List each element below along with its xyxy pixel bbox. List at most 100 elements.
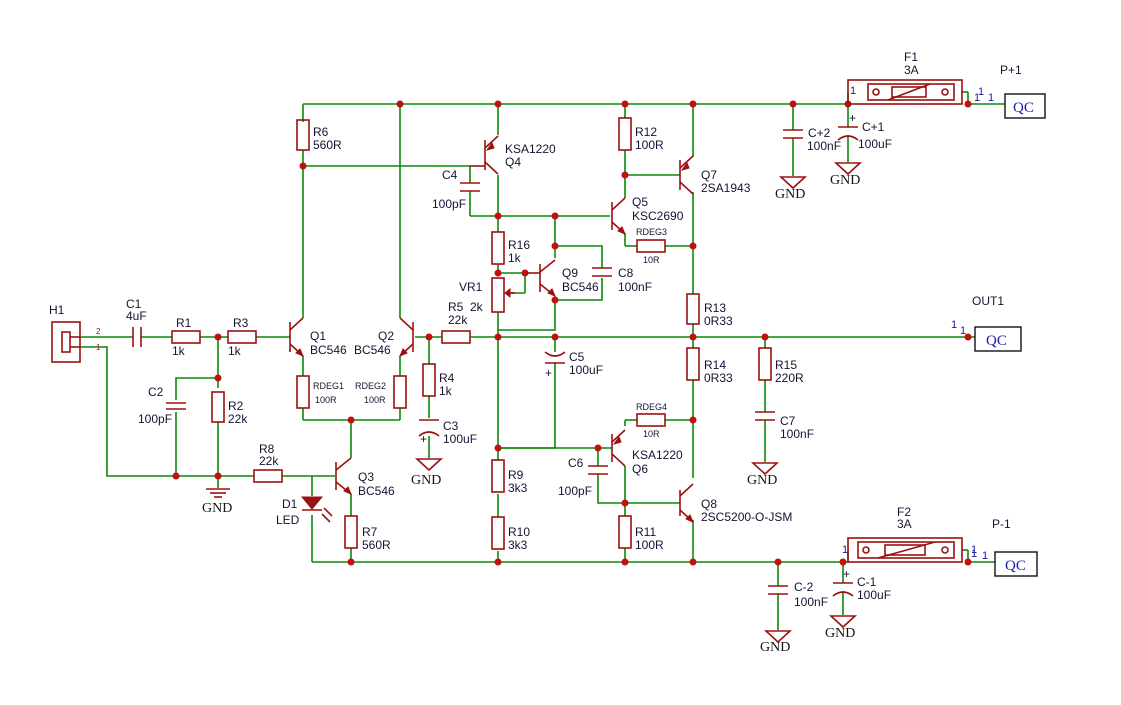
- r5-ref: R5: [448, 300, 464, 314]
- capacitor-c3: + C3 100uF: [418, 419, 477, 446]
- junction: [621, 100, 629, 108]
- q4-value: KSA1220: [505, 142, 556, 156]
- resistor-r3: R3 1k: [227, 316, 257, 358]
- resistor-r13: R13 0R33: [686, 293, 733, 328]
- f2-ref: F2: [897, 505, 911, 519]
- gnd-label: GND: [747, 473, 777, 488]
- r9-value: 3k3: [508, 481, 528, 495]
- q5-value: KSC2690: [632, 209, 684, 223]
- capacitor-cm1: + C-1 100uF: [832, 567, 891, 602]
- out1-label: QC: [986, 333, 1007, 349]
- resistor-rdeg4: RDEG4 10R: [636, 402, 667, 439]
- h1-pin2: 2: [96, 327, 101, 336]
- junction: [214, 472, 222, 480]
- c4-ref: C4: [442, 168, 458, 182]
- capacitor-c8: C8 100nF: [592, 266, 652, 294]
- cm1-value: 100uF: [857, 588, 891, 602]
- c8-value: 100nF: [618, 280, 652, 294]
- junction: [214, 333, 222, 341]
- rdeg3-ref: RDEG3: [636, 227, 667, 237]
- r1-value: 1k: [172, 344, 186, 358]
- junction: [347, 416, 355, 424]
- pm1-label: QC: [1005, 558, 1026, 574]
- cp2-value: 100nF: [807, 139, 841, 153]
- junction: [425, 333, 433, 341]
- junction: [494, 212, 502, 220]
- connector-p-plus-1: QC P+1 1 1: [978, 63, 1046, 119]
- junction: [689, 558, 697, 566]
- resistor-rdeg3: RDEG3 10R: [636, 227, 667, 265]
- c5-plus: +: [545, 366, 552, 380]
- resistor-rdeg1: RDEG1 100R: [296, 375, 344, 409]
- capacitor-c6: C6 100pF: [558, 456, 608, 498]
- cm2-value: 100nF: [794, 595, 828, 609]
- junction: [551, 242, 559, 250]
- r5-value: 22k: [448, 313, 468, 327]
- out1-pinb: 1: [960, 325, 966, 337]
- junction: [689, 333, 697, 341]
- f2-value: 3A: [897, 517, 912, 531]
- resistor-r10: R10 3k3: [491, 516, 530, 552]
- junction: [964, 558, 972, 566]
- junction: [789, 100, 797, 108]
- c6-value: 100pF: [558, 484, 592, 498]
- transistor-q6: KSA1220 Q6: [611, 429, 683, 476]
- out1-ref: OUT1: [972, 294, 1004, 308]
- vr1-value: 2k: [470, 300, 484, 314]
- ground-symbol: GND: [202, 488, 232, 516]
- connector-out1: QC OUT1 1 1: [951, 294, 1022, 352]
- r8-value: 22k: [259, 454, 279, 468]
- f2-pin-right: 1: [971, 544, 977, 556]
- ground-symbol: GND: [830, 162, 863, 188]
- h1-pin1: 1: [96, 343, 101, 352]
- r4-ref: R4: [439, 371, 455, 385]
- capacitor-cm2: C-2 100nF: [768, 580, 828, 609]
- ground-symbol: GND: [411, 458, 444, 488]
- f1-pin-left: 1: [850, 85, 856, 97]
- r14-ref: R14: [704, 358, 726, 372]
- capacitor-cp1: + C+1 100uF: [837, 111, 892, 151]
- r11-ref: R11: [635, 525, 656, 539]
- fuse-f1: F1 3A 1 1: [847, 50, 980, 105]
- c3-plus: +: [420, 432, 427, 446]
- r11-value: 100R: [635, 538, 664, 552]
- c2-ref: C2: [148, 385, 164, 399]
- f2-pin-left: 1: [842, 544, 848, 556]
- d1-value: LED: [276, 513, 300, 527]
- transistor-q9: Q9 BC546: [525, 259, 599, 297]
- gnd-label: GND: [775, 187, 805, 202]
- out1-pin: 1: [951, 319, 957, 331]
- r16-ref: R16: [508, 238, 530, 252]
- d1-ref: D1: [282, 497, 298, 511]
- led-d1: D1 LED: [276, 496, 333, 527]
- q1-value: BC546: [310, 343, 347, 357]
- junction: [299, 162, 307, 170]
- c7-ref: C7: [780, 414, 796, 428]
- resistor-r9: R9 3k3: [491, 459, 528, 495]
- q6-ref: Q6: [632, 462, 648, 476]
- junction: [689, 242, 697, 250]
- fuse-f2: F2 3A 1 1: [842, 505, 977, 563]
- junction: [494, 444, 502, 452]
- resistor-r2: R2 22k: [211, 391, 248, 426]
- r12-value: 100R: [635, 138, 664, 152]
- resistor-r5: R5 22k: [441, 300, 471, 344]
- r7-value: 560R: [362, 538, 391, 552]
- junction: [689, 100, 697, 108]
- resistor-r16: R16 1k: [491, 231, 530, 265]
- r13-ref: R13: [704, 301, 726, 315]
- junction: [774, 558, 782, 566]
- capacitor-c2: C2 100pF: [138, 385, 186, 426]
- ground-symbol: GND: [775, 176, 808, 202]
- capacitor-c5: + C5 100uF: [544, 350, 603, 380]
- c8-ref: C8: [618, 266, 634, 280]
- c5-ref: C5: [569, 350, 585, 364]
- rdeg1-ref: RDEG1: [313, 381, 344, 391]
- r9-ref: R9: [508, 468, 524, 482]
- cm2-ref: C-2: [794, 580, 814, 594]
- r16-value: 1k: [508, 251, 522, 265]
- r1-ref: R1: [176, 316, 192, 330]
- c7-value: 100nF: [780, 427, 814, 441]
- r15-ref: R15: [775, 358, 797, 372]
- junction: [551, 212, 559, 220]
